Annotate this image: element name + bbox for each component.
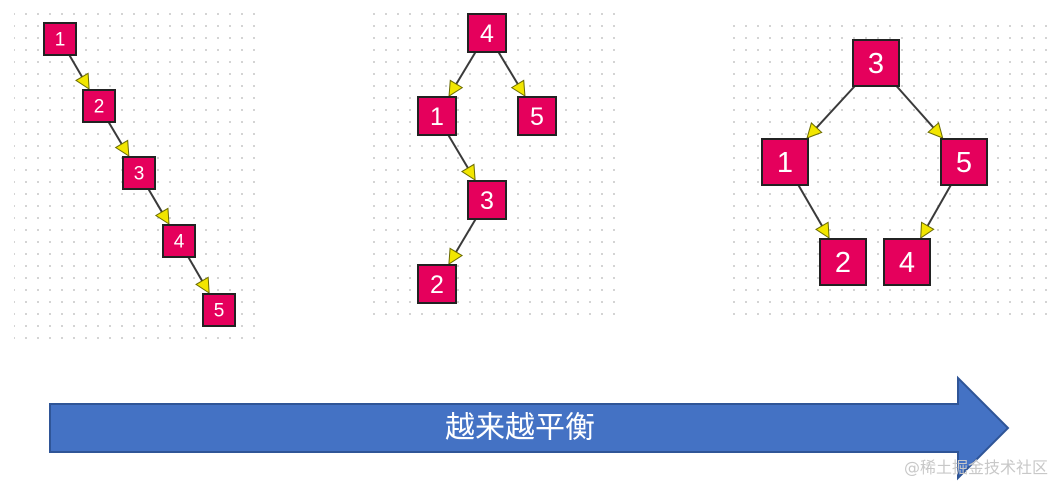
tree-a-node-4: 4 bbox=[162, 224, 196, 258]
balance-arrow: 越来越平衡 bbox=[49, 375, 1010, 481]
tree-c-node-label-3: 3 bbox=[868, 48, 884, 80]
tree-a-node-label-1: 1 bbox=[55, 30, 66, 51]
tree-b-node-box-4 bbox=[467, 13, 507, 53]
tree-c-edge-n3-n1 bbox=[815, 85, 856, 129]
tree-c-node-box-3 bbox=[852, 39, 900, 87]
tree-a-node-label-5: 5 bbox=[214, 301, 225, 322]
tree-a-node-label-2: 2 bbox=[94, 97, 105, 118]
tree-a-node-box-1 bbox=[43, 22, 77, 56]
tree-b-arrowhead-n1-n3 bbox=[460, 163, 476, 181]
tree-c-arrowhead-n5-n4 bbox=[920, 221, 935, 239]
tree-c-arrowhead-n3-n1 bbox=[806, 122, 823, 139]
tree-b-arrowhead-n3-n2 bbox=[448, 247, 464, 265]
tree-b-node-2: 2 bbox=[417, 264, 457, 304]
tree-c-node-3: 3 bbox=[852, 39, 900, 87]
tree-b-node-box-1 bbox=[417, 96, 457, 136]
tree-c-edge-n3-n5 bbox=[895, 85, 935, 129]
tree-b-node-label-1: 1 bbox=[430, 103, 444, 131]
tree-b-node-label-4: 4 bbox=[480, 20, 494, 48]
tree-b-arrowhead-n4-n1 bbox=[448, 79, 464, 97]
tree-a-node-5: 5 bbox=[202, 293, 236, 327]
tree-a-node-box-5 bbox=[202, 293, 236, 327]
tree-a-node-2: 2 bbox=[82, 89, 116, 123]
tree-c-node-4: 4 bbox=[883, 238, 931, 286]
tree-a-edge-n2-n3 bbox=[107, 121, 123, 145]
tree-b-node-box-2 bbox=[417, 264, 457, 304]
tree-c-node-label-1: 1 bbox=[777, 147, 793, 179]
tree-c-node-label-2: 2 bbox=[835, 247, 851, 279]
tree-b-node-box-5 bbox=[517, 96, 557, 136]
edges-layer bbox=[68, 51, 952, 294]
tree-b-node-3: 3 bbox=[467, 180, 507, 220]
tree-b-arrowhead-n4-n5 bbox=[510, 79, 526, 97]
tree-a-arrowhead-n1-n2 bbox=[75, 72, 90, 90]
tree-c-node-box-1 bbox=[761, 138, 809, 186]
tree-a-edge-n1-n2 bbox=[68, 54, 83, 78]
tree-a-arrowhead-n3-n4 bbox=[154, 207, 170, 225]
tree-a-node-box-4 bbox=[162, 224, 196, 258]
tree-c-node-1: 1 bbox=[761, 138, 809, 186]
tree-b-edge-n1-n3 bbox=[447, 134, 469, 169]
tree-b-node-box-3 bbox=[467, 180, 507, 220]
tree-c-node-box-4 bbox=[883, 238, 931, 286]
tree-b-node-label-2: 2 bbox=[430, 271, 444, 299]
tree-a-node-label-3: 3 bbox=[134, 164, 145, 185]
tree-b-edge-n3-n2 bbox=[455, 218, 477, 253]
tree-c-edge-n5-n4 bbox=[926, 184, 952, 227]
tree-c-node-5: 5 bbox=[940, 138, 988, 186]
grid-panel-b bbox=[370, 8, 616, 324]
tree-a-arrowhead-n4-n5 bbox=[195, 276, 210, 294]
tree-b-node-label-5: 5 bbox=[530, 103, 544, 131]
tree-a-edge-n4-n5 bbox=[187, 256, 203, 282]
tree-c-node-2: 2 bbox=[819, 238, 867, 286]
tree-c-node-label-5: 5 bbox=[956, 147, 972, 179]
tree-a-arrowhead-n2-n3 bbox=[114, 139, 130, 157]
tree-b-edge-n4-n1 bbox=[455, 51, 477, 85]
tree-a-node-box-3 bbox=[122, 156, 156, 190]
tree-a-edge-n3-n4 bbox=[147, 188, 163, 213]
tree-b-node-1: 1 bbox=[417, 96, 457, 136]
tree-b-edge-n4-n5 bbox=[497, 51, 519, 85]
tree-b-node-5: 5 bbox=[517, 96, 557, 136]
tree-c-arrowhead-n3-n5 bbox=[927, 121, 944, 139]
tree-c-edge-n1-n2 bbox=[797, 184, 823, 227]
tree-b-node-4: 4 bbox=[467, 13, 507, 53]
watermark-text: @稀土掘金技术社区 bbox=[903, 458, 1048, 477]
banner-label: 越来越平衡 bbox=[445, 411, 595, 446]
tree-c-node-label-4: 4 bbox=[899, 247, 915, 279]
tree-a-node-box-2 bbox=[82, 89, 116, 123]
tree-a-node-3: 3 bbox=[122, 156, 156, 190]
tree-c-arrowhead-n1-n2 bbox=[815, 221, 830, 239]
nodes-layer: 1 2 3 4 5 4 1 5 3 2 3 1 5 2 4 bbox=[43, 13, 988, 327]
arrow-shape bbox=[49, 375, 1010, 481]
tree-c-node-box-5 bbox=[940, 138, 988, 186]
tree-b-node-label-3: 3 bbox=[480, 187, 494, 215]
tree-a-node-1: 1 bbox=[43, 22, 77, 56]
tree-a-node-label-4: 4 bbox=[174, 232, 185, 253]
tree-c-node-box-2 bbox=[819, 238, 867, 286]
